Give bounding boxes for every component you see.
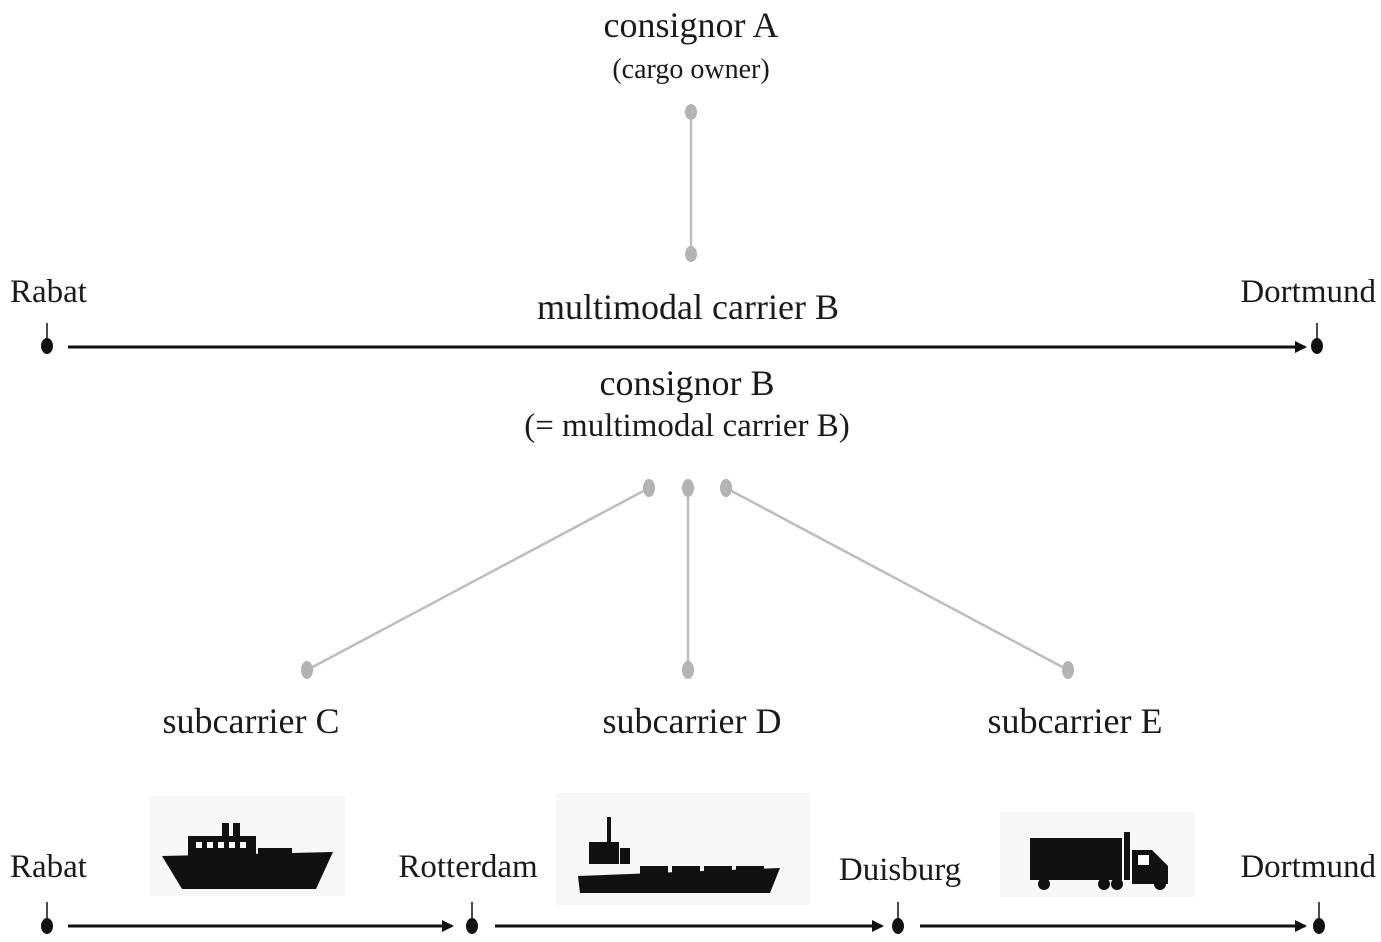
connector-dot: [720, 479, 732, 497]
route-top-start-label: Rabat: [10, 274, 87, 310]
consignor-b-note: (= multimodal carrier B): [524, 408, 850, 444]
truck-icon: [1000, 812, 1195, 897]
barge-icon: [556, 793, 810, 905]
connector-dot: [301, 661, 313, 679]
route-bottom-stop-dot: [41, 918, 53, 934]
consignor-a-label: consignor A: [604, 5, 779, 45]
route-top-end-dot: [1311, 338, 1323, 354]
route-bottom-stop-label: Dortmund: [1240, 849, 1376, 885]
consignor-a-note: (cargo owner): [612, 54, 769, 85]
connector-dot: [643, 479, 655, 497]
subcarrier-e-label: subcarrier E: [988, 701, 1163, 741]
subcarrier-d-label: subcarrier D: [603, 701, 782, 741]
multimodal-carrier-label: multimodal carrier B: [537, 287, 839, 327]
route-bottom-stop-label: Rotterdam: [398, 849, 538, 885]
route-top-start-dot: [41, 338, 53, 354]
route-top-end-label: Dortmund: [1240, 274, 1376, 310]
connector-dot: [685, 246, 697, 262]
connector-dot: [682, 479, 694, 497]
route-bottom-stop-dot: [1313, 918, 1325, 934]
consignor-b-label: consignor B: [600, 363, 775, 403]
route-bottom-stop-dot: [466, 918, 478, 934]
connector-dot: [1062, 661, 1074, 679]
connector-dot: [682, 661, 694, 679]
route-bottom-stop-label: Duisburg: [839, 852, 961, 888]
route-bottom-stop-dot: [892, 918, 904, 934]
route-bottom-stop-label: Rabat: [10, 849, 87, 885]
connector-b-c: [306, 486, 650, 672]
ship-icon: [150, 796, 345, 896]
connector-dot: [685, 104, 697, 120]
subcarrier-c-label: subcarrier C: [163, 701, 340, 741]
connector-b-e: [725, 486, 1069, 672]
